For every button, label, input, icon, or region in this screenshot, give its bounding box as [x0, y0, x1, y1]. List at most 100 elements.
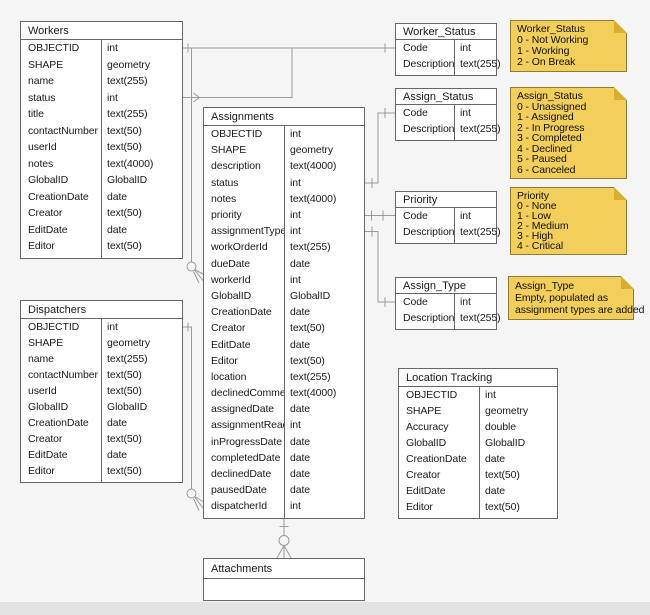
field-type: int: [290, 500, 301, 513]
entity-title: Assign_Status: [396, 89, 496, 105]
connector-line[interactable]: [183, 326, 192, 489]
connector-line[interactable]: [183, 48, 293, 98]
field-type: text(50): [107, 141, 142, 154]
rel-workers-assignments[interactable]: [183, 43, 395, 284]
field-name: notes: [28, 157, 54, 170]
rel-assignments-priority[interactable]: [365, 210, 395, 221]
field-name: name: [28, 353, 54, 365]
connector-line[interactable]: [365, 112, 395, 184]
rel-assignments-assign-status[interactable]: [365, 108, 395, 188]
rel-dispatchers-assignments[interactable]: [183, 322, 204, 511]
field-type: text(255): [460, 226, 501, 238]
rel-assignments-assign-type[interactable]: [365, 226, 395, 308]
field-row[interactable]: declinedCommenttext(4000): [204, 385, 364, 401]
zero-circle: [186, 488, 197, 499]
field-type: int: [290, 176, 301, 189]
field-name: CreationDate: [211, 306, 272, 319]
rel-assignments-attachments[interactable]: [276, 519, 292, 559]
connector-line[interactable]: [365, 231, 395, 303]
field-type: date: [290, 451, 311, 464]
rel-workers-worker-status[interactable]: [183, 43, 386, 103]
field-type: int: [290, 225, 301, 238]
field-type: text(255): [460, 312, 501, 324]
field-name: OBJECTID: [406, 389, 458, 401]
entity-attachments[interactable]: Attachments: [203, 558, 365, 601]
